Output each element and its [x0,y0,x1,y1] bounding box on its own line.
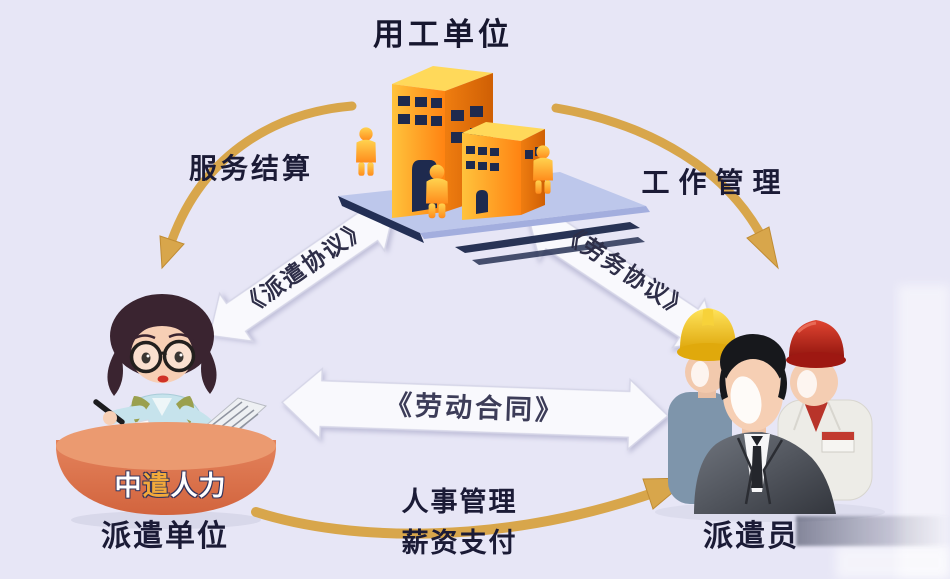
dispatch-unit-label: 派遣单位 [101,520,229,553]
red-hard-hat-icon [788,320,845,360]
image-smear-artifact [796,285,950,579]
office-buildings-illustration [338,66,650,265]
labor-contract-band [280,366,670,452]
employer-label: 用工单位 [373,17,513,52]
desk-brand-sign: 中遣人力 [98,464,243,503]
employees-label: 派遣员 [703,520,799,553]
orange-figure-left [356,127,376,176]
desk-brand-part1: 中 [114,471,143,501]
service-settlement-label: 服务结算 [188,153,313,184]
desk-brand-part2: 遣 [142,471,171,501]
salary-payment-line: 薪资支付 [401,528,518,558]
businessman [694,334,836,514]
service-settlement-arrow [159,101,357,270]
desk [56,422,276,515]
personnel-management-line: 人事管理 [401,487,518,517]
workers-illustration [655,308,885,522]
work-management-arrow [551,103,779,270]
desk-brand-part3: 人力 [170,471,227,501]
yellow-hard-hat-icon [679,308,737,352]
personnel-payroll-label: 人事管理 薪资支付 [392,482,527,564]
work-management-label: 工作管理 [641,167,790,198]
receptionist-illustration [56,294,276,529]
tie-icon [751,446,763,488]
